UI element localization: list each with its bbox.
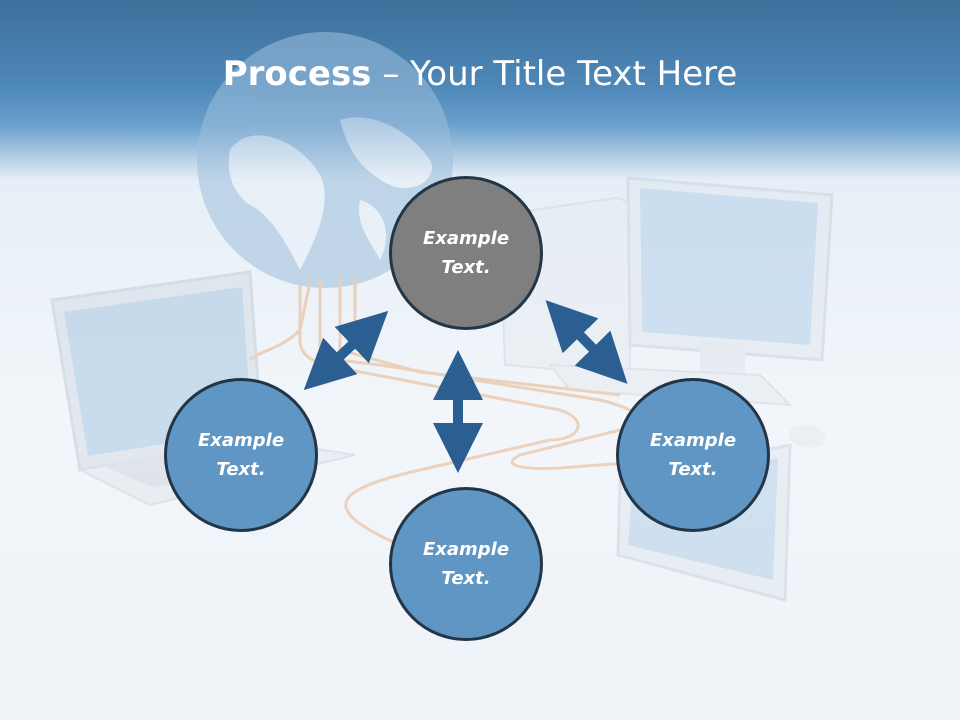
arrow-top-left: [303, 310, 389, 391]
slide-title: Process – Your Title Text Here: [0, 52, 960, 96]
node-top-text: Example Text.: [422, 228, 510, 278]
node-bottom-text: Example Text.: [422, 539, 510, 589]
node-left: Example Text.: [164, 378, 318, 532]
node-right-text: Example Text.: [649, 430, 737, 480]
node-left-text: Example Text.: [197, 430, 285, 480]
title-rest: – Your Title Text Here: [371, 54, 738, 94]
node-top: Example Text.: [389, 176, 543, 330]
node-right: Example Text.: [616, 378, 770, 532]
title-bold: Process: [222, 54, 372, 94]
node-bottom: Example Text.: [389, 487, 543, 641]
arrow-top-right: [545, 300, 628, 384]
globe-icon: [197, 32, 453, 288]
